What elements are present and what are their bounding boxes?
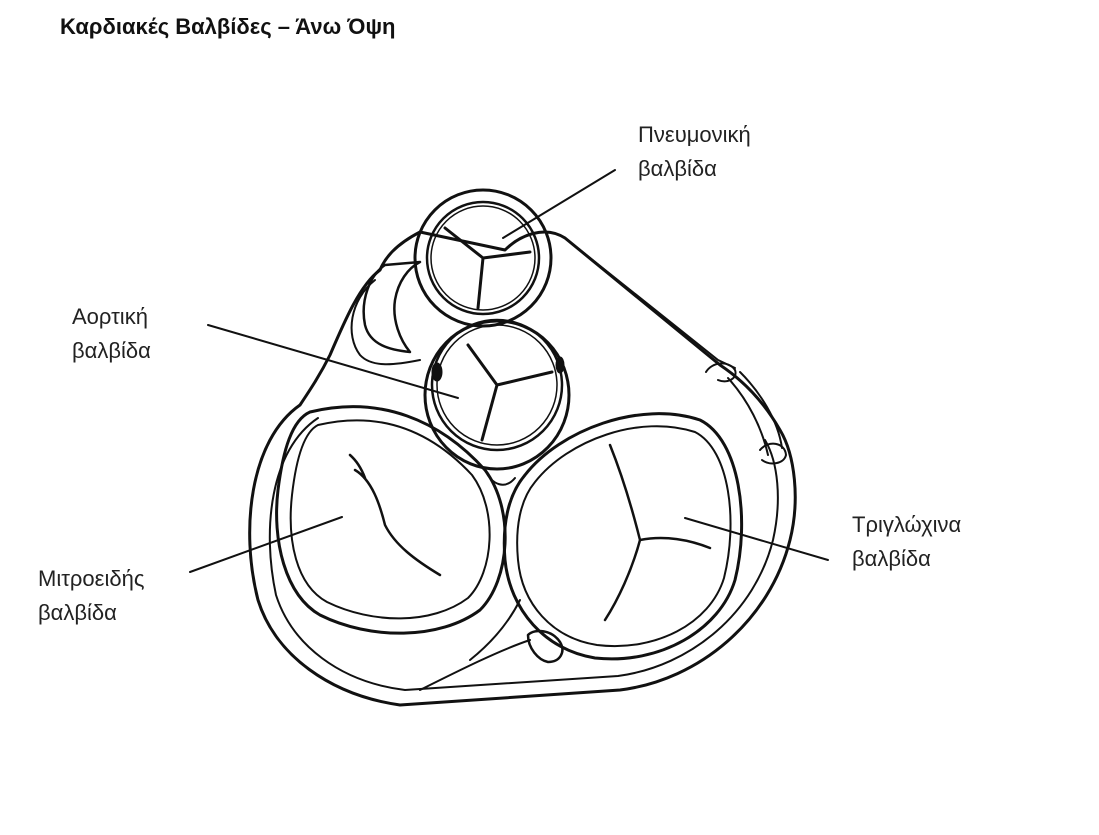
- central-fibrous-body: [485, 470, 515, 485]
- label-pulmonary-line1: Πνευμονική: [638, 118, 751, 152]
- label-mitral-line2: βαλβίδα: [38, 596, 144, 630]
- fibrous-band: [565, 238, 782, 455]
- aortic-valve-cusps: [468, 345, 552, 440]
- mitral-annulus-outer: [277, 407, 506, 633]
- tricuspid-annulus-outer: [504, 414, 741, 659]
- label-aortic-valve: Αορτική βαλβίδα: [72, 300, 151, 368]
- pointer-aortic: [208, 325, 458, 398]
- label-aortic-line1: Αορτική: [72, 300, 151, 334]
- label-tricuspid-line1: Τριγλώχινα: [852, 508, 961, 542]
- tricuspid-annulus-inner: [517, 426, 730, 646]
- label-mitral-line1: Μιτροειδής: [38, 562, 144, 596]
- pointer-mitral: [190, 517, 342, 572]
- heart-base-inner-rim: [270, 418, 778, 690]
- pointer-pulmonary: [503, 170, 615, 238]
- label-mitral-valve: Μιτροειδής βαλβίδα: [38, 562, 144, 630]
- label-tricuspid-line2: βαλβίδα: [852, 542, 961, 576]
- mitral-annulus-inner: [291, 420, 490, 618]
- mitral-commissure: [350, 455, 440, 575]
- coronary-ostium-right: [556, 357, 564, 373]
- label-tricuspid-valve: Τριγλώχινα βαλβίδα: [852, 508, 961, 576]
- pointer-tricuspid: [685, 518, 828, 560]
- coronary-ostium-left: [432, 363, 442, 381]
- tricuspid-commissures: [605, 445, 710, 620]
- label-pulmonary-valve: Πνευμονική βαλβίδα: [638, 118, 751, 186]
- label-aortic-line2: βαλβίδα: [72, 334, 151, 368]
- label-pulmonary-line2: βαλβίδα: [638, 152, 751, 186]
